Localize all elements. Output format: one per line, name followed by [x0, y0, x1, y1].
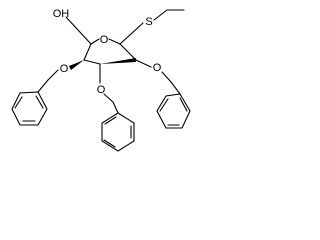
sulfur-label: S [145, 16, 152, 28]
bond-c4-benzyl-ipso [37, 79, 49, 93]
c4-benzyl-ring [11, 91, 48, 126]
bond-c6-hydroxyl [65, 16, 79, 31]
bond-c1-sulfur [119, 22, 144, 45]
hydroxyl-label: OH [53, 8, 70, 20]
bond-sulfur-ch2 [153, 9, 168, 21]
bond-c1-c2 [119, 43, 137, 61]
bond-c2-benzyl-ipso [170, 81, 181, 95]
c2-oxygen-label: O [153, 62, 162, 74]
c3-benzyl-ring [101, 112, 135, 152]
bond-c2-oxygen [135, 59, 152, 68]
bond-c4-c5 [83, 43, 92, 61]
bond-c5-ring-oxygen [90, 38, 100, 45]
bond-c5-c6 [77, 29, 92, 45]
ring-oxygen-label: O [100, 34, 109, 46]
c4-oxygen-label: O [60, 63, 69, 75]
c2-benzyl-ring [156, 93, 191, 129]
bond-c4-oxygen-ch2 [47, 69, 59, 81]
wedge-c4-oxygen [69, 60, 84, 70]
bond-c3-oxygen-ch2 [103, 93, 114, 103]
bond-c2-oxygen-ch2 [161, 71, 172, 83]
bond-ring-oxygen-c1 [108, 38, 121, 45]
pyranose-ring [83, 38, 137, 65]
c3-oxygen-label: O [97, 84, 106, 96]
wedge-c3-c2 [100, 58, 136, 64]
bond-c4-c3 [83, 59, 101, 65]
bond-c3-benzyl-ipso [112, 101, 119, 114]
chemical-structure: OH O S O O O [11, 8, 191, 152]
